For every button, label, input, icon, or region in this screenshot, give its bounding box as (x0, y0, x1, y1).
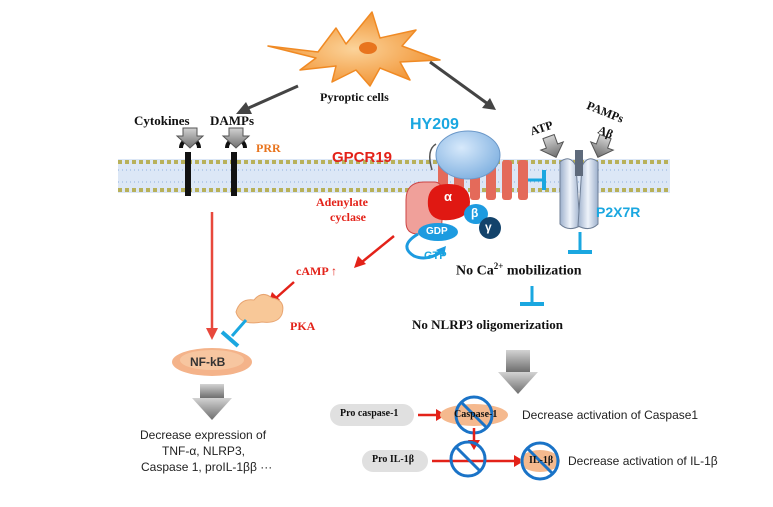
cytokines-label: Cytokines (134, 113, 190, 128)
pka-inhibits-nfkb (220, 319, 248, 348)
no-ca-mobilization-label: No Ca2+ mobilization (456, 262, 582, 279)
no-ca-sup: 2+ (493, 261, 504, 271)
no-ca-suffix: mobilization (503, 263, 582, 279)
pro-il-box (362, 450, 428, 472)
prr-to-nfkb-arrow (206, 212, 218, 340)
ac-to-camp-arrow (354, 235, 395, 268)
decrease-caspase-label: Decrease activation of Caspase1 (522, 408, 699, 422)
pro-il-label: Pro IL-1β (372, 454, 415, 465)
p2x7r-inhibits-ca (568, 232, 592, 254)
pka-label: PKA (290, 319, 316, 333)
il-blocked-icon (520, 441, 560, 481)
atp-arrow-icon (539, 133, 565, 158)
hy209-label: HY209 (410, 116, 459, 133)
gamma-label: γ (485, 220, 492, 234)
p2x7r-channel-icon (559, 150, 599, 230)
gpcr-inhibits-p2x7r (528, 170, 546, 190)
prr-label: PRR (256, 141, 281, 155)
pro-caspase-label: Pro caspase-1 (340, 408, 399, 419)
proil-blocked-icon (449, 440, 487, 478)
pyroptic-cells-label: Pyroptic cells (320, 90, 389, 104)
caspase-label: Caspase-1 (454, 409, 498, 420)
decrease-expression-line3: Caspase 1, proIL-1ββ ··· (141, 460, 273, 474)
camp-label: cAMP ↑ (296, 264, 337, 278)
damps-label: DAMPs (210, 113, 255, 128)
ca-inhibits-nlrp3 (520, 286, 544, 306)
cell-arrow-right (429, 60, 496, 110)
gtp-label: GTP (424, 250, 447, 262)
adenylate-label: Adenylate (316, 195, 368, 209)
gdp-label: GDP (426, 226, 448, 237)
nlrp3-down-arrow (498, 350, 538, 394)
gdp-ellipse (418, 223, 458, 241)
pamps-arrow-icon (589, 133, 615, 158)
gtp-cycle-arrow (405, 232, 446, 260)
nfkb-icon (172, 348, 252, 376)
cell-arrow-left (236, 84, 299, 114)
alpha-label: α (444, 189, 452, 204)
pka-icon (235, 294, 284, 324)
pyroptic-cell-icon (267, 11, 441, 87)
no-nlrp3-label: No NLRP3 oligomerization (412, 317, 563, 332)
p2x7r-label: P2X7R (596, 204, 641, 220)
hy209-ligand-icon (435, 130, 501, 180)
il-label: IL-1β (529, 455, 554, 466)
decrease-il-label: Decrease activation of IL-1β (568, 454, 718, 468)
beta-label: β (471, 206, 479, 220)
proil-to-il-arrow (432, 455, 524, 467)
nfkb-label: NF-kB (190, 355, 226, 369)
g-protein-beta (464, 204, 488, 224)
g-protein-gamma (479, 217, 501, 239)
receptor-right-icon (221, 127, 251, 196)
decrease-expression-line1: Decrease expression of (140, 428, 267, 442)
gpcr19-label: GPCR19 (332, 149, 393, 166)
cyclase-label: cyclase (330, 210, 366, 224)
no-ca-prefix: No Ca (456, 263, 494, 279)
pro-caspase-box (330, 404, 414, 426)
nfkb-down-arrow (192, 384, 232, 420)
decrease-expression-line2: TNF-α, NLRP3, (162, 444, 245, 458)
receptor-left-icon (175, 127, 205, 196)
g-protein-alpha (427, 184, 470, 221)
